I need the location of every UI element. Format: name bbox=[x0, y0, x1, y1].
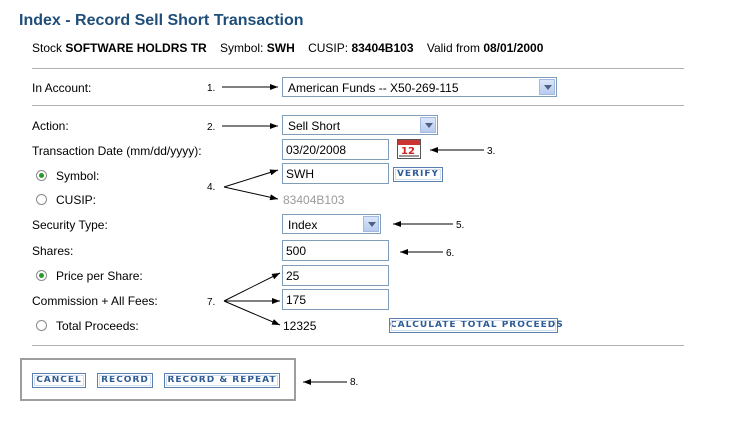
action-label: Action: bbox=[32, 119, 69, 133]
symbol-value: SWH bbox=[266, 41, 295, 55]
cusip-label: CUSIP: bbox=[308, 41, 349, 55]
callout-8: 8. bbox=[350, 377, 359, 388]
total-proceeds-value: 12325 bbox=[283, 319, 317, 333]
total-proceeds-label: Total Proceeds: bbox=[56, 319, 139, 333]
commission-value: 175 bbox=[286, 293, 307, 307]
symbol-label: Symbol: bbox=[220, 41, 264, 55]
chevron-down-icon[interactable] bbox=[420, 117, 436, 133]
symbol-radio[interactable] bbox=[36, 170, 47, 181]
security-type-value: Index bbox=[288, 218, 318, 232]
price-per-share-label: Price per Share: bbox=[56, 269, 143, 283]
shares-label: Shares: bbox=[32, 244, 74, 258]
callout-4: 4. bbox=[207, 182, 216, 193]
divider-top bbox=[32, 68, 684, 69]
transaction-date-input[interactable]: 03/20/2008 bbox=[282, 139, 389, 160]
shares-input[interactable]: 500 bbox=[282, 240, 389, 261]
total-proceeds-radio[interactable] bbox=[36, 320, 47, 331]
shares-value: 500 bbox=[286, 244, 307, 258]
stock-info-line: Stock SOFTWARE HOLDRS TR Symbol: SWH CUS… bbox=[32, 41, 543, 55]
chevron-down-icon[interactable] bbox=[539, 79, 555, 95]
security-type-label: Security Type: bbox=[32, 218, 108, 232]
svg-text:12: 12 bbox=[401, 146, 415, 157]
record-and-repeat-button[interactable]: RECORD & REPEAT bbox=[164, 373, 280, 388]
verify-button[interactable]: VERIFY bbox=[393, 167, 443, 182]
page-title: Index - Record Sell Short Transaction bbox=[19, 12, 304, 29]
action-select[interactable]: Sell Short bbox=[282, 115, 438, 135]
callout-4-arrow-a bbox=[223, 169, 279, 188]
cusip-field-label: CUSIP: bbox=[56, 193, 97, 207]
symbol-input[interactable]: SWH bbox=[282, 163, 389, 184]
callout-4-arrow-b bbox=[223, 186, 279, 201]
cusip-radio[interactable] bbox=[36, 194, 47, 205]
transaction-date-label: Transaction Date (mm/dd/yyyy): bbox=[32, 144, 202, 158]
commission-input[interactable]: 175 bbox=[282, 289, 389, 310]
divider-bottom bbox=[32, 345, 684, 346]
price-per-share-input[interactable]: 25 bbox=[282, 265, 389, 286]
price-per-share-radio[interactable] bbox=[36, 270, 47, 281]
account-select-value: American Funds -- X50-269-115 bbox=[288, 81, 459, 95]
cusip-disabled-value: 83404B103 bbox=[283, 193, 345, 207]
stock-label: Stock bbox=[32, 41, 63, 55]
calculate-total-proceeds-button[interactable]: CALCULATE TOTAL PROCEEDS bbox=[389, 318, 563, 333]
divider-account bbox=[32, 105, 684, 106]
callout-6: 6. bbox=[446, 248, 455, 259]
transaction-date-value: 03/20/2008 bbox=[286, 143, 347, 157]
valid-from-label: Valid from bbox=[426, 41, 480, 55]
symbol-field-label: Symbol: bbox=[56, 169, 100, 183]
action-select-value: Sell Short bbox=[288, 119, 341, 133]
symbol-input-value: SWH bbox=[286, 167, 314, 181]
price-per-share-value: 25 bbox=[286, 269, 300, 283]
cancel-button[interactable]: CANCEL bbox=[32, 373, 86, 388]
record-button[interactable]: RECORD bbox=[97, 373, 153, 388]
callout-7-arrow-a bbox=[223, 272, 281, 302]
stock-name: SOFTWARE HOLDRS TR bbox=[65, 41, 207, 55]
action-buttons-box bbox=[20, 358, 296, 401]
callout-3: 3. bbox=[487, 146, 496, 157]
account-label: In Account: bbox=[32, 81, 92, 95]
callout-7: 7. bbox=[207, 297, 216, 308]
commission-label: Commission + All Fees: bbox=[32, 294, 158, 308]
account-select[interactable]: American Funds -- X50-269-115 bbox=[282, 77, 557, 97]
calendar-icon[interactable]: 12 bbox=[397, 139, 421, 159]
valid-from-date: 08/01/2000 bbox=[483, 41, 544, 55]
callout-1: 1. bbox=[207, 83, 216, 94]
cusip-value: 83404B103 bbox=[351, 41, 414, 55]
security-type-select[interactable]: Index bbox=[282, 214, 381, 234]
chevron-down-icon[interactable] bbox=[363, 216, 379, 232]
callout-7-arrow-c bbox=[223, 300, 281, 326]
callout-5: 5. bbox=[456, 220, 465, 231]
callout-2: 2. bbox=[207, 122, 216, 133]
